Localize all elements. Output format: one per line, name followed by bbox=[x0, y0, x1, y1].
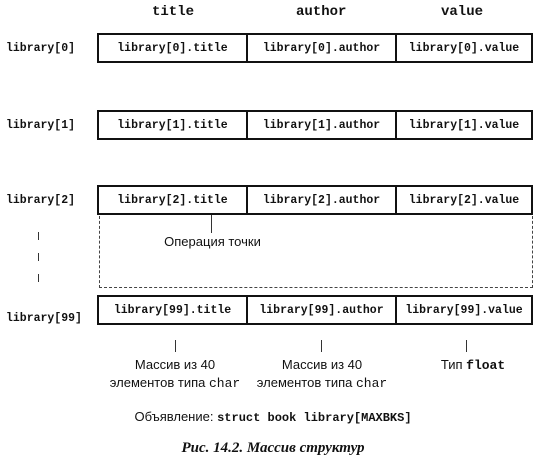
struct-row: library[0].title library[0].author libra… bbox=[97, 33, 533, 63]
ellipsis-mark bbox=[38, 232, 39, 240]
column-header-author: author bbox=[296, 4, 347, 20]
author-type-line2: элементов типа bbox=[256, 375, 353, 390]
title-cell: library[99].title bbox=[113, 303, 232, 317]
struct-row: library[2].title library[2].author libra… bbox=[97, 185, 533, 215]
ellipsis-region bbox=[99, 216, 533, 288]
value-cell: library[0].value bbox=[395, 35, 531, 61]
struct-row: library[99].title library[99].author lib… bbox=[97, 295, 533, 325]
dot-operation-label: Операция точки bbox=[164, 234, 261, 249]
row-label: library[0] bbox=[6, 42, 76, 55]
row-label: library[2] bbox=[6, 194, 76, 207]
row-label: library[1] bbox=[6, 119, 76, 132]
title-cell: library[0].title bbox=[117, 41, 228, 55]
ellipsis-mark bbox=[38, 274, 39, 282]
dot-operation-pointer bbox=[211, 215, 212, 233]
column-header-title: title bbox=[152, 4, 195, 20]
value-cell: library[1].value bbox=[395, 112, 531, 138]
author-type-note: Массив из 40 элементов типа char bbox=[252, 356, 392, 393]
author-type-code: char bbox=[355, 376, 388, 391]
ellipsis-mark bbox=[38, 253, 39, 261]
title-type-line1: Массив из 40 bbox=[134, 357, 216, 372]
author-cell: library[2].author bbox=[246, 187, 395, 213]
author-cell: library[1].author bbox=[246, 112, 395, 138]
title-cell: library[2].title bbox=[117, 193, 228, 207]
value-cell: library[99].value bbox=[395, 297, 531, 323]
row-label: library[99] bbox=[6, 312, 82, 325]
value-type-pointer bbox=[466, 340, 467, 352]
value-cell: library[2].value bbox=[395, 187, 531, 213]
value-type-note: Тип float bbox=[425, 356, 521, 375]
column-header-value: value bbox=[441, 4, 484, 20]
value-type-code: float bbox=[466, 358, 506, 373]
author-cell: library[0].author bbox=[246, 35, 395, 61]
author-cell: library[99].author bbox=[246, 297, 395, 323]
declaration-code: struct book library[MAXBKS] bbox=[217, 411, 412, 425]
author-type-pointer bbox=[321, 340, 322, 352]
title-type-line2: элементов типа bbox=[109, 375, 206, 390]
value-type-label: Тип bbox=[440, 357, 463, 372]
declaration-label: Объявление: bbox=[134, 409, 214, 424]
struct-row: library[1].title library[1].author libra… bbox=[97, 110, 533, 140]
declaration: Объявление: struct book library[MAXBKS] bbox=[0, 408, 546, 427]
title-cell: library[1].title bbox=[117, 118, 228, 132]
title-type-pointer bbox=[175, 340, 176, 352]
figure-caption: Рис. 14.2. Массив структур bbox=[181, 440, 365, 456]
author-type-line1: Массив из 40 bbox=[281, 357, 363, 372]
title-type-note: Массив из 40 элементов типа char bbox=[105, 356, 245, 393]
title-type-code: char bbox=[208, 376, 241, 391]
